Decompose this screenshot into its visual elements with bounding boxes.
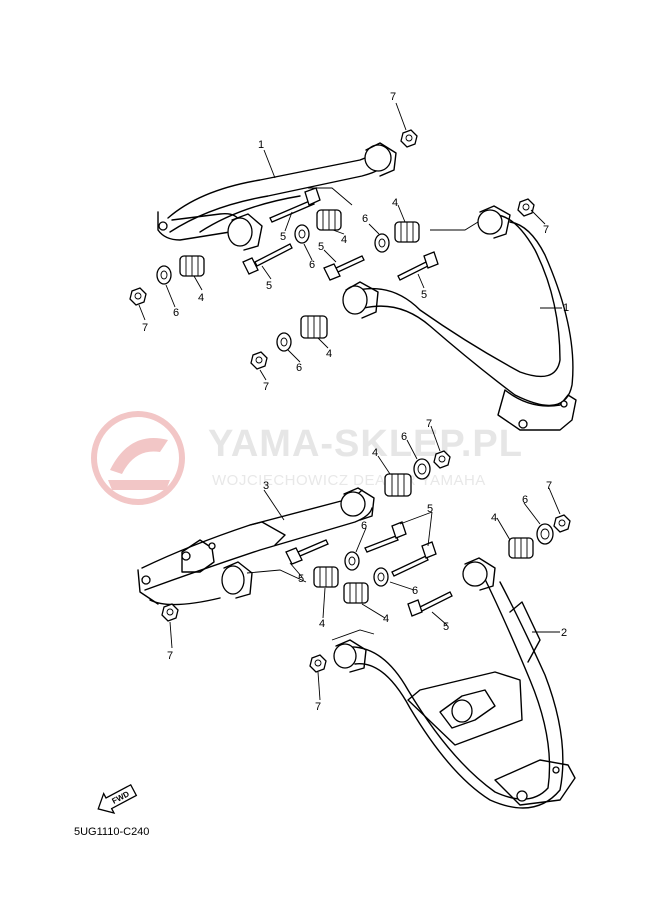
callout-4: 4 [198,292,204,304]
bolt-5b [242,243,293,275]
diagram-code: 5UG1110-C240 [74,826,149,838]
bolt-5e [285,539,329,565]
callout-7: 7 [167,650,173,662]
bolt-5h [407,591,453,617]
washer-6g [344,551,360,571]
callout-7: 7 [315,701,321,713]
callout-4: 4 [326,348,332,360]
washer-6c [374,233,390,253]
bushing-4f [508,537,534,559]
callout-4: 4 [491,512,497,524]
nut-7g [161,603,179,622]
nuts [129,129,571,673]
callout-7: 7 [543,224,549,236]
callout-6: 6 [362,213,368,225]
callout-5: 5 [318,241,324,253]
nut-7d [250,351,268,370]
callout-1: 1 [258,139,264,151]
washer-6f [536,523,554,545]
bushing-4c [394,221,420,243]
callout-2: 2 [561,627,567,639]
callout-3: 3 [263,480,269,492]
washer-6h [373,567,389,587]
callout-4: 4 [319,618,325,630]
callout-4: 4 [392,197,398,209]
callout-1: 1 [563,302,569,314]
washers [156,224,554,587]
callout-5: 5 [427,503,433,515]
lower-arm-front [333,557,576,809]
callout-5: 5 [421,289,427,301]
upper-arm-front [342,205,577,431]
callout-6: 6 [173,307,179,319]
bolt-5a [269,187,321,223]
callout-6: 6 [522,494,528,506]
callout-6: 6 [412,585,418,597]
watermark-logo-icon [91,411,185,505]
lower-arm-rear [137,487,375,606]
washer-6d [276,332,292,352]
watermark: YAMA-SKLEP.PL WOJCIECHOWICZ DEALER YAMAH… [91,411,523,505]
callout-7: 7 [142,322,148,334]
callout-5: 5 [280,231,286,243]
washer-6e [413,458,431,480]
nut-7f [553,514,571,533]
callout-4: 4 [372,447,378,459]
bushing-4e [384,473,412,497]
nut-7b [517,198,535,217]
bushing-4b [316,209,342,231]
bolt-5f [364,521,407,553]
nut-7e [433,450,451,469]
bolt-5d [397,251,439,281]
callout-4: 4 [341,234,347,246]
callout-7: 7 [390,91,396,103]
leader-lines [138,102,562,701]
washer-6a [156,265,172,285]
callout-6: 6 [296,362,302,374]
callout-6: 6 [361,520,367,532]
callout-4: 4 [383,613,389,625]
bushing-4a [179,255,205,277]
callout-7: 7 [263,381,269,393]
callout-7: 7 [426,418,432,430]
bushing-4h [343,582,369,604]
callout-numbers: 1 1 2 3 4 4 4 4 4 4 4 4 5 5 5 5 5 5 5 6 … [142,91,569,713]
washer-6b [294,224,310,244]
bushings [179,209,534,604]
bushing-4g [313,566,339,588]
callout-6: 6 [401,431,407,443]
nut-7c [129,287,147,306]
callout-7: 7 [546,480,552,492]
watermark-title: YAMA-SKLEP.PL [208,423,523,465]
bushing-4d [300,315,328,339]
bolt-5c [323,255,365,281]
nut-7h [309,654,327,673]
callout-5: 5 [298,573,304,585]
forward-arrow-icon: FWD [97,783,138,814]
callout-5: 5 [443,621,449,633]
callout-5: 5 [266,280,272,292]
callout-6: 6 [309,259,315,271]
nut-7a [400,129,418,148]
bolts [242,187,453,617]
upper-arm-rear [157,142,397,251]
watermark-subtitle: WOJCIECHOWICZ DEALER YAMAHA [212,472,486,489]
bolt-5g [391,541,437,577]
